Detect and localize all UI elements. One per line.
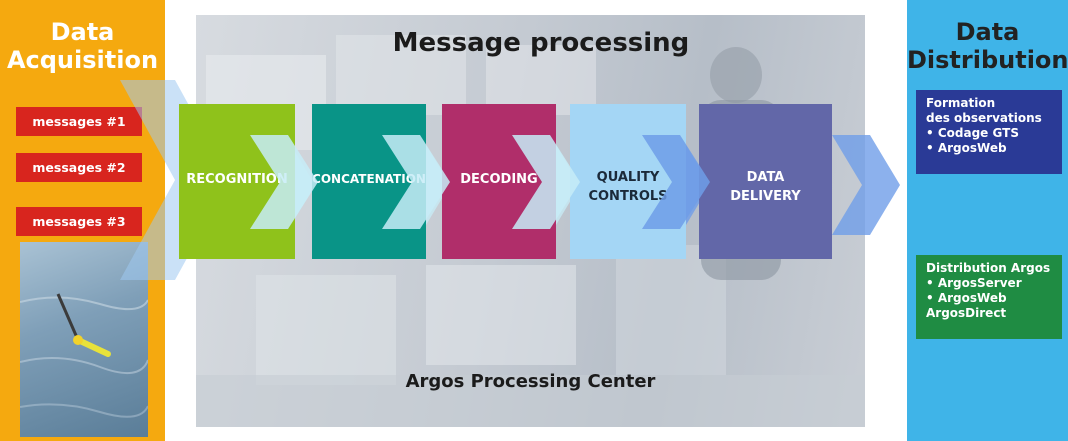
step-recognition-label: RECOGNITION [186, 172, 288, 187]
connector-1-icon [250, 135, 318, 229]
formation-line4: • ArgosWeb [926, 141, 1007, 155]
step-quality-controls: QUALITY CONTROLS [570, 104, 686, 259]
connector-3-icon [512, 135, 580, 229]
acquisition-title-line1: Data [50, 18, 115, 46]
message-2: messages #2 [16, 153, 142, 182]
argos-distribution-box: Distribution Argos • ArgosServer • Argos… [916, 255, 1062, 339]
formation-line1: Formation [926, 96, 996, 110]
step-quality-label-line1: QUALITY [596, 170, 660, 185]
step-decoding: DECODING [442, 104, 556, 259]
argos-line1: Distribution Argos [926, 261, 1051, 275]
step-recognition: RECOGNITION [179, 104, 295, 259]
step-connectors [250, 135, 710, 229]
argos-line3: • ArgosWeb [926, 291, 1007, 305]
distribution-column [907, 0, 1068, 441]
step-concatenation-label: CONCATENATION [312, 172, 426, 186]
float-illustration [20, 293, 148, 418]
distribution-title: Data Distribution [907, 18, 1068, 74]
step-delivery-label-line2: DELIVERY [730, 189, 801, 204]
step-data-delivery: DATA DELIVERY [699, 104, 832, 259]
formation-line3: • Codage GTS [926, 126, 1019, 140]
step-quality-label-line2: CONTROLS [588, 189, 668, 204]
exit-chevron-icon [832, 135, 900, 235]
message-3: messages #3 [16, 207, 142, 236]
formation-box: Formation des observations • Codage GTS … [916, 90, 1062, 174]
message-1: messages #1 [16, 107, 142, 136]
step-decoding-label: DECODING [460, 172, 538, 187]
connector-2-icon [382, 135, 450, 229]
acquisition-title-line2: Acquisition [6, 46, 159, 74]
step-concatenation: CONCATENATION [312, 104, 426, 259]
processing-center-label: Argos Processing Center [405, 371, 656, 392]
connector-4-icon [642, 135, 710, 229]
formation-line2: des observations [926, 111, 1042, 125]
distribution-title-line2: Distribution [907, 46, 1068, 74]
processing-title: Message processing [392, 28, 690, 58]
distribution-title-line1: Data [955, 18, 1020, 46]
step-delivery-label-line1: DATA [746, 170, 785, 185]
argos-line2: • ArgosServer [926, 276, 1022, 290]
float-photo [20, 242, 148, 437]
acquisition-title: Data Acquisition [0, 18, 165, 74]
argos-line4: ArgosDirect [926, 306, 1007, 320]
